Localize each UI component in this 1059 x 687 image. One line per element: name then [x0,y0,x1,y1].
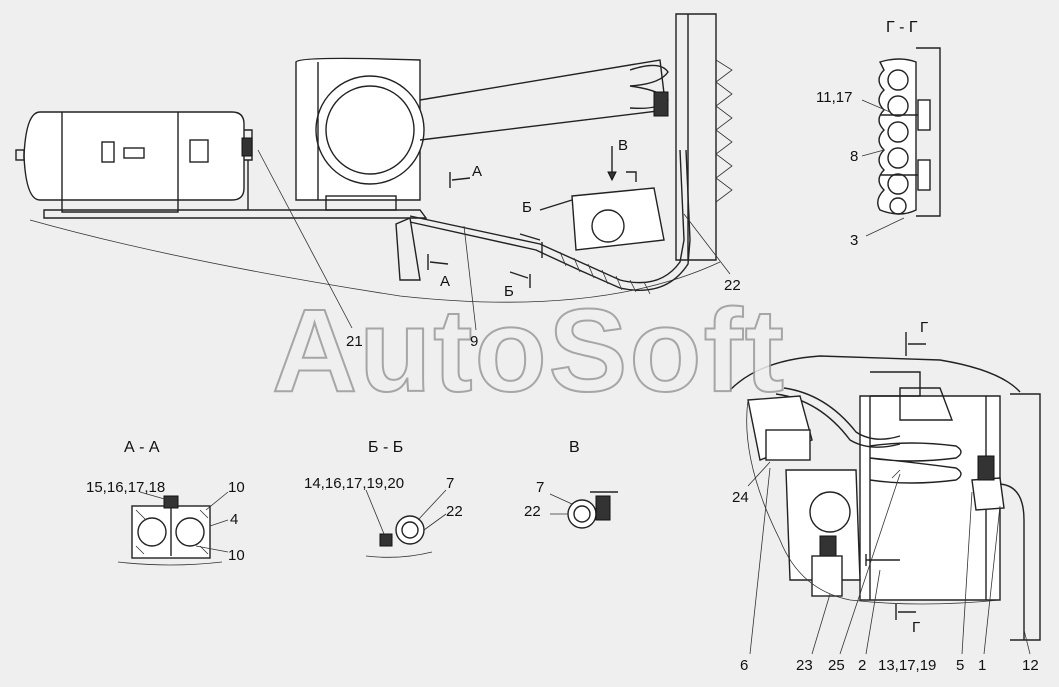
section-gg [861,47,941,237]
callout-8: 8 [850,148,859,165]
callout-9: 9 [470,333,479,350]
callout-3: 3 [850,232,859,249]
callout-1: 1 [978,657,987,674]
view-mark-g-bottom: Г [912,619,921,636]
callout-24: 24 [732,489,749,506]
callout-10-bottom: 10 [228,547,245,564]
view-mark-a-top: А [472,163,483,180]
callout-10-top: 10 [228,479,245,496]
view-mark-g-top: Г [920,319,929,336]
view-v [549,491,618,529]
section-bb [365,489,447,558]
callout-22-bb: 22 [446,503,463,520]
leader-lines [257,149,731,331]
callout-7-bb: 7 [446,475,455,492]
watermark: AutoSoft [271,285,787,417]
callout-5: 5 [956,657,965,674]
callout-6: 6 [740,657,749,674]
callout-22-v: 22 [524,503,541,520]
callout-14-20: 14,16,17,19,20 [304,475,405,492]
section-aa [117,491,229,566]
callout-7-v: 7 [536,479,545,496]
section-arrows [427,146,637,288]
bracket-plate [539,187,665,251]
section-title-bb: Б - Б [368,439,404,456]
callout-23: 23 [796,657,813,674]
callout-2: 2 [858,657,867,674]
air-hose [395,149,691,295]
section-title-gg: Г - Г [886,19,918,36]
section-title-aa: А - А [124,439,160,456]
view-mark-b-bottom: Б [504,283,514,300]
view-mark-v: В [618,137,629,154]
callout-21: 21 [346,333,363,350]
air-tank [15,111,253,213]
callout-15-18: 15,16,17,18 [86,479,166,496]
engine-housing [295,57,667,211]
view-mark-b-top: Б [522,199,532,216]
callout-4: 4 [230,511,239,528]
section-title-v: В [569,439,580,456]
callout-25: 25 [828,657,845,674]
view-mark-a-bottom: А [440,273,451,290]
callout-12: 12 [1022,657,1039,674]
callout-22-main: 22 [724,277,741,294]
detail-view [729,332,1041,655]
callout-13-19: 13,17,19 [878,657,937,674]
callout-11-17: 11,17 [816,89,853,106]
